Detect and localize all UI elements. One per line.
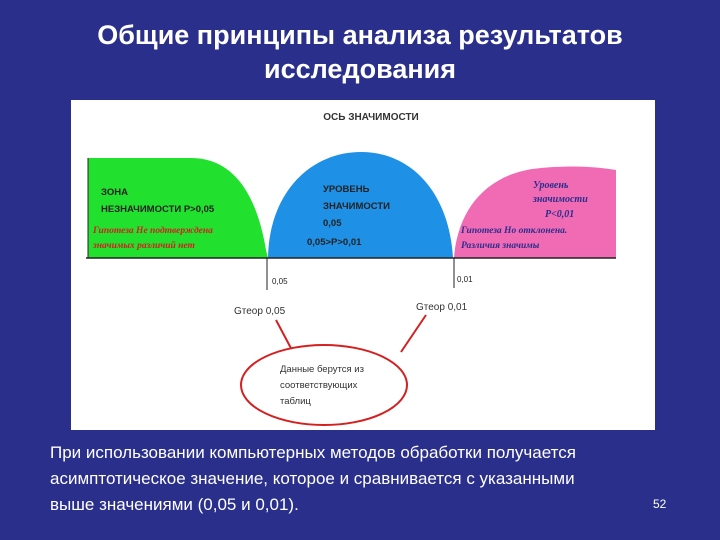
slide-title-line-1: Общие принципы анализа результатов xyxy=(97,20,623,50)
note-line-1: Данные берутся из xyxy=(280,364,364,375)
connector-right-line xyxy=(400,314,427,353)
g-theor-005-label: Gтеор 0,05 xyxy=(234,306,286,317)
zone-left-line-2: НЕЗНАЧИМОСТИ P>0,05 xyxy=(101,204,215,215)
zone-left-hypothesis-2: значимых различий нет xyxy=(92,240,195,251)
tick-005-label: 0,05 xyxy=(272,277,288,286)
zone-right-hypothesis-2: Различия значимы xyxy=(461,241,540,251)
zone-mid-line-2: ЗНАЧИМОСТИ xyxy=(323,201,390,212)
zone-left-hypothesis-1: Гипотеза Не подтверждена xyxy=(92,225,213,236)
tick-001-label: 0,01 xyxy=(457,275,473,284)
zone-right-hypothesis-1: Гипотеза Но отклонена. xyxy=(460,226,567,236)
note-line-3: таблиц xyxy=(280,396,311,407)
zone-left-line-1: ЗОНА xyxy=(101,187,128,198)
zone-nonsignificance-shape xyxy=(88,158,268,258)
zone-mid-line-3: 0,05 xyxy=(323,218,342,229)
caption-line-3: выше значениями (0,05 и 0,01). xyxy=(50,495,299,514)
axis-title: ОСЬ ЗНАЧИМОСТИ xyxy=(323,112,419,123)
diagram-canvas: ОСЬ ЗНАЧИМОСТИ ЗОНА НЕЗНАЧИМОСТИ P>0,05 … xyxy=(86,112,616,426)
significance-diagram: ОСЬ ЗНАЧИМОСТИ ЗОНА НЕЗНАЧИМОСТИ P>0,05 … xyxy=(71,100,655,430)
zone-right-line-1: Уровень xyxy=(533,180,569,191)
zone-significance-005-shape xyxy=(268,152,453,258)
caption-line-1: При использовании компьютерных методов о… xyxy=(50,443,576,462)
zone-right-line-2: значимости xyxy=(532,194,588,205)
zone-mid-line-1: УРОВЕНЬ xyxy=(323,184,370,195)
zone-significance-001-shape xyxy=(454,166,616,258)
slide-title: Общие принципы анализа результатов иссле… xyxy=(20,18,700,86)
page-number: 52 xyxy=(653,497,667,511)
caption-text: При использовании компьютерных методов о… xyxy=(50,440,690,518)
g-theor-001-label: Gтеор 0,01 xyxy=(416,302,468,313)
connector-left-line xyxy=(275,319,294,353)
zone-mid-line-4: 0,05>P>0,01 xyxy=(307,237,362,248)
zone-right-line-3: P<0,01 xyxy=(545,209,574,220)
note-line-2: соответствующих xyxy=(280,380,358,391)
caption-line-2: асимптотическое значение, которое и срав… xyxy=(50,469,575,488)
source-note-ellipse xyxy=(240,344,408,426)
slide-title-line-2: исследования xyxy=(264,54,456,84)
